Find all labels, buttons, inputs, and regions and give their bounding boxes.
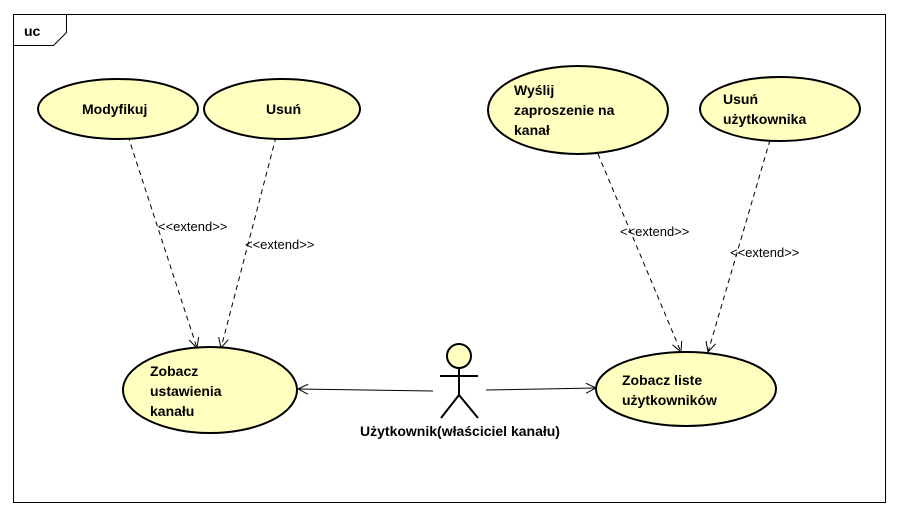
- association-to-lista: [485, 388, 596, 390]
- usecase-usun-label: Usuń: [266, 101, 301, 117]
- usecase-zaproszenie-line2: zaproszenie na: [514, 102, 615, 118]
- usecase-zaproszenie[interactable]: Wyślij zaproszenie na kanał: [487, 65, 669, 155]
- usecase-usun[interactable]: Usuń: [203, 78, 361, 140]
- extend-line-usun-uzytkownika: [708, 139, 771, 352]
- usecase-zaproszenie-line3: kanał: [514, 122, 550, 138]
- extend-label-1: <<extend>>: [158, 219, 227, 234]
- association-to-ustawienia: [298, 389, 434, 391]
- usecase-ustawienia-line1: Zobacz: [150, 363, 198, 379]
- actor-name: Użytkownik(właściciel kanału): [360, 423, 560, 439]
- usecase-zaproszenie-line1: Wyślij: [514, 82, 554, 98]
- extend-label-4: <<extend>>: [730, 245, 799, 260]
- usecase-usun-uzytkownika-line1: Usuń: [723, 91, 758, 107]
- extend-label-2: <<extend>>: [245, 237, 314, 252]
- usecase-modyfikuj-label: Modyfikuj: [82, 101, 147, 117]
- usecase-ustawienia-line2: ustawienia: [150, 383, 222, 399]
- usecase-lista[interactable]: Zobacz liste użytkowników: [595, 351, 777, 427]
- extend-line-modyfikuj: [127, 135, 197, 348]
- usecase-lista-line1: Zobacz liste: [622, 372, 702, 388]
- usecase-usun-uzytkownika[interactable]: Usuń użytkownika: [699, 76, 861, 142]
- usecase-modyfikuj[interactable]: Modyfikuj: [37, 78, 199, 140]
- actor-uzytkownik[interactable]: Użytkownik(właściciel kanału): [360, 343, 560, 439]
- stick-figure-icon: [440, 343, 479, 419]
- uc-frame-tab: [13, 14, 67, 46]
- extend-line-usun: [221, 136, 277, 348]
- extend-label-3: <<extend>>: [620, 224, 689, 239]
- usecase-usun-uzytkownika-line2: użytkownika: [723, 111, 806, 127]
- frame-label: uc: [24, 23, 41, 39]
- usecase-lista-line2: użytkowników: [622, 392, 717, 408]
- usecase-ustawienia-line3: kanału: [150, 403, 194, 419]
- usecase-ustawienia[interactable]: Zobacz ustawienia kanału: [122, 346, 298, 434]
